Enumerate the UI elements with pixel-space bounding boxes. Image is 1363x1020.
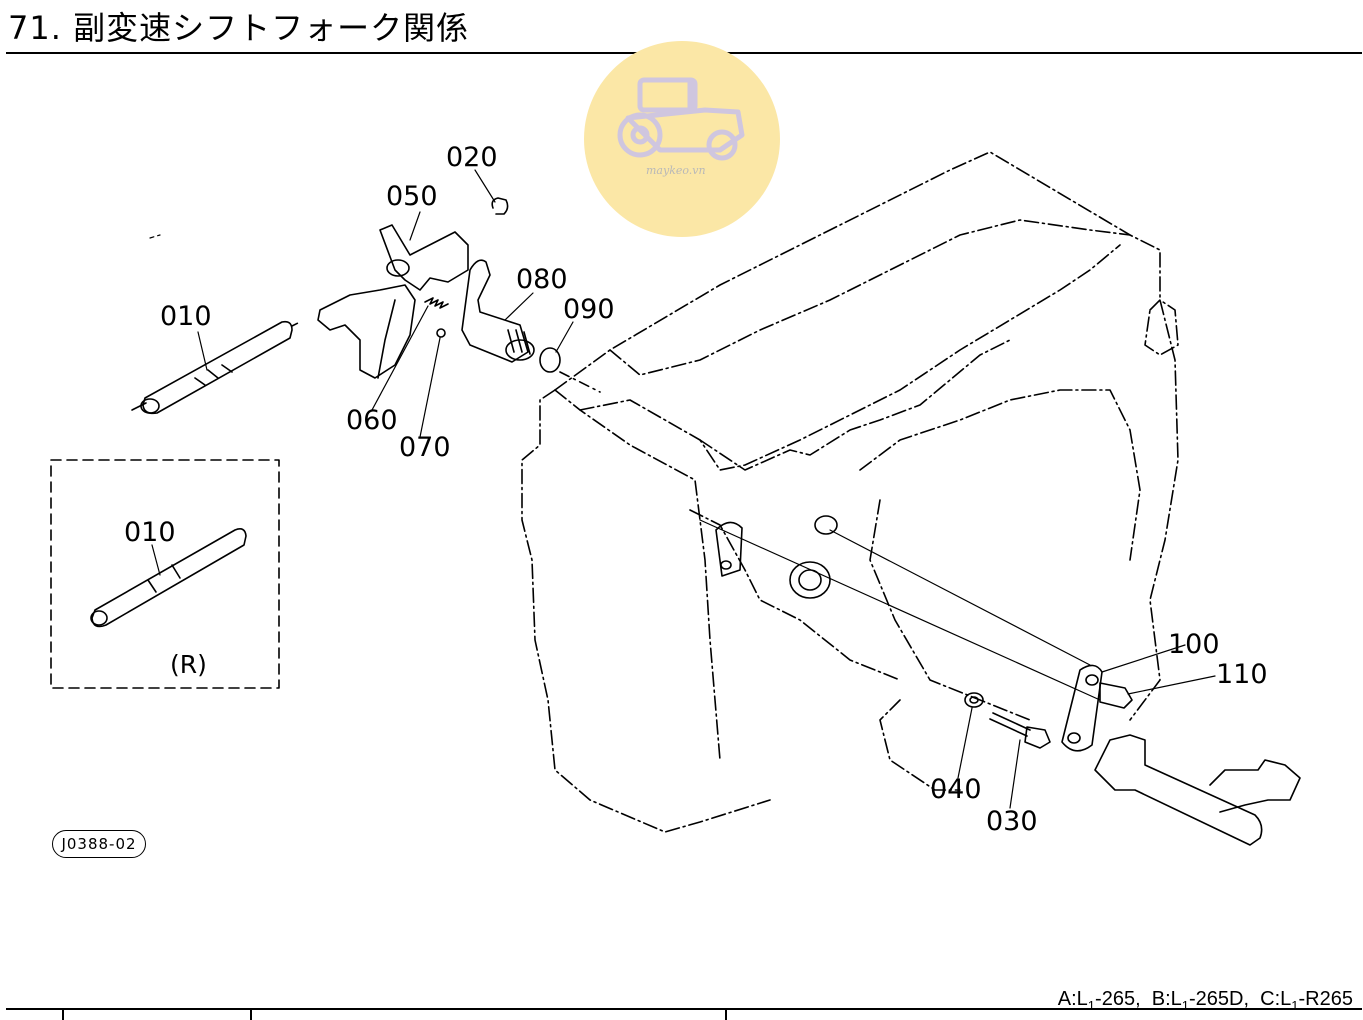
table-divider (250, 1008, 252, 1020)
part-label-060: 060 (346, 405, 398, 436)
model-c-prefix: C:L (1260, 988, 1292, 1010)
watermark-text: maykeo.vn (646, 164, 706, 177)
shift-shaft-010 (131, 320, 301, 415)
bottom-rule (6, 1008, 1362, 1010)
assembly-centerlines (149, 234, 1101, 701)
part-label-110: 110 (1216, 659, 1268, 690)
snap-ring-020 (491, 197, 509, 215)
part-label-100: 100 (1168, 629, 1220, 660)
shift-lever-shaft (1094, 734, 1301, 846)
shift-arm-080 (461, 259, 535, 363)
bolt-110 (1099, 682, 1133, 709)
ball-070 (436, 328, 446, 338)
collar-040 (964, 692, 984, 708)
model-c-sub: 1 (1291, 998, 1299, 1013)
bolt-030 (989, 712, 1051, 749)
leader-lines (151, 169, 1216, 809)
spring-060 (424, 297, 449, 309)
transmission-case (521, 151, 1179, 833)
inset-box (50, 459, 280, 689)
diagram-code-badge: J0388-02 (52, 830, 146, 858)
plate-100 (1061, 664, 1103, 752)
table-divider (725, 1008, 727, 1020)
part-label-080: 080 (516, 264, 568, 295)
part-label-040: 040 (930, 774, 982, 805)
part-label-010: 010 (160, 301, 212, 332)
part-label-020: 020 (446, 142, 498, 173)
model-a-prefix: A:L (1057, 988, 1088, 1010)
tractor-icon (617, 77, 745, 161)
model-a-sub: 1 (1087, 998, 1096, 1013)
model-note: A:L1-265, B:L1-265D, C:L1-R265 (1057, 988, 1353, 1013)
model-c-name: -R265 (1298, 988, 1353, 1010)
part-label-090: 090 (563, 294, 615, 325)
part-label-030: 030 (986, 806, 1038, 837)
case-boss-rings (715, 515, 838, 599)
part-label-050: 050 (386, 181, 438, 212)
page-title: 71. 副変速シフトフォーク関係 (8, 9, 470, 47)
shift-fork-050 (317, 224, 469, 379)
part-label-070: 070 (399, 432, 451, 463)
o-ring-090 (539, 347, 601, 393)
part-label-010-inset: 010 (124, 517, 176, 548)
model-a-name: -265 (1095, 988, 1136, 1010)
inset-label: (R) (170, 650, 207, 679)
watermark-logo (584, 41, 780, 237)
model-b-sub: 1 (1181, 998, 1189, 1013)
table-divider (62, 1008, 64, 1020)
model-b-prefix: B:L (1151, 988, 1182, 1010)
model-b-name: -265D (1189, 988, 1244, 1010)
